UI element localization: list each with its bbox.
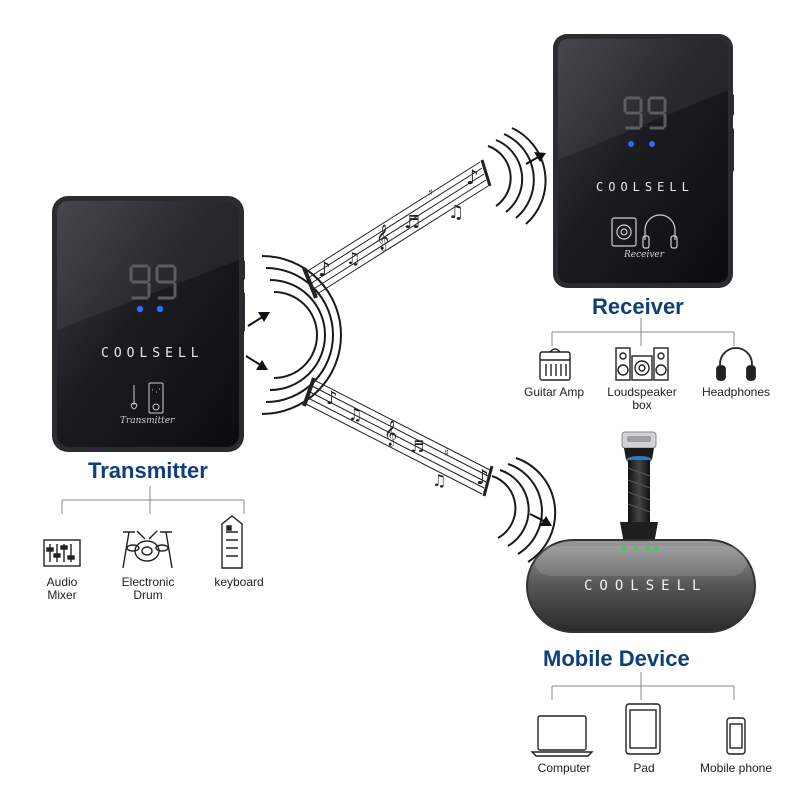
input-label-electronic-drum: Electronic Drum xyxy=(121,575,175,602)
output-label-headphones: Headphones xyxy=(701,385,771,399)
mobile-adapter-device xyxy=(526,431,756,633)
svg-text:♪: ♪ xyxy=(318,257,331,281)
receiver-device-label: Receiver xyxy=(624,250,665,260)
speaker-headphones-icon xyxy=(611,214,678,249)
svg-text:♬: ♬ xyxy=(404,212,420,233)
output-label-guitar-amp: Guitar Amp xyxy=(523,385,585,399)
receiver-title: Receiver xyxy=(592,294,684,319)
output-label-pad: Pad xyxy=(633,761,655,775)
loudspeaker-box-icon xyxy=(615,347,669,381)
svg-text:♫: ♫ xyxy=(432,471,446,490)
output-label-computer: Computer xyxy=(537,761,591,775)
upper-music-staff: ♪ ♫ 𝄞 ♬ ♯ ♫ ♪ xyxy=(302,159,492,299)
electronic-drum-icon xyxy=(122,530,173,569)
keyboard-icon xyxy=(221,515,243,569)
svg-text:♬: ♬ xyxy=(410,437,424,456)
svg-text:♫: ♫ xyxy=(448,202,464,223)
transmitter-device xyxy=(52,196,245,452)
segment-display xyxy=(623,96,667,130)
lower-music-staff: ♪ ♫ 𝄞 ♬ ♯ ♫ ♪ xyxy=(302,377,494,497)
svg-text:♪: ♪ xyxy=(476,465,489,489)
segment-display xyxy=(129,264,177,300)
transmitter-waves xyxy=(261,255,342,415)
transmitter-brand-label: COOLSELL xyxy=(101,346,204,361)
transmitter-tree xyxy=(61,486,245,514)
mobile-brand-label: COOLSELL xyxy=(584,578,708,594)
receiver-device xyxy=(553,34,734,288)
mobile-title: Mobile Device xyxy=(543,646,690,671)
transmitter-title: Transmitter xyxy=(88,458,208,483)
guitar-pedal-icon xyxy=(130,382,164,414)
headphones-icon xyxy=(716,347,756,381)
laptop-icon xyxy=(530,715,594,757)
receiver-tree xyxy=(551,318,735,346)
svg-text:♯: ♯ xyxy=(444,448,449,459)
tablet-icon xyxy=(625,703,661,755)
mobile-tree xyxy=(551,672,735,700)
svg-text:𝄞: 𝄞 xyxy=(384,420,397,446)
output-label-mobile-phone: Mobile phone xyxy=(699,761,773,775)
guitar-amp-icon xyxy=(539,348,571,381)
receiver-brand-label: COOLSELL xyxy=(596,180,694,194)
status-led xyxy=(628,141,634,147)
svg-text:♯: ♯ xyxy=(428,188,433,199)
svg-text:♪: ♪ xyxy=(326,388,338,409)
input-label-keyboard: keyboard xyxy=(214,575,264,589)
receiver-waves xyxy=(487,127,547,225)
output-label-loudspeaker-box: Loudspeaker box xyxy=(607,385,677,412)
flow-arrows xyxy=(245,152,552,526)
svg-text:♫: ♫ xyxy=(348,405,362,424)
audio-mixer-icon xyxy=(43,539,81,567)
status-led xyxy=(649,141,655,147)
mobile-waves xyxy=(491,457,557,563)
svg-text:♪: ♪ xyxy=(466,165,479,189)
svg-text:♫: ♫ xyxy=(346,249,360,268)
svg-text:𝄞: 𝄞 xyxy=(376,224,389,250)
status-led xyxy=(136,305,144,313)
status-led xyxy=(156,305,164,313)
transmitter-device-label: Transmitter xyxy=(120,416,175,426)
phone-icon xyxy=(726,717,746,755)
input-label-audio-mixer: Audio Mixer xyxy=(46,575,78,602)
